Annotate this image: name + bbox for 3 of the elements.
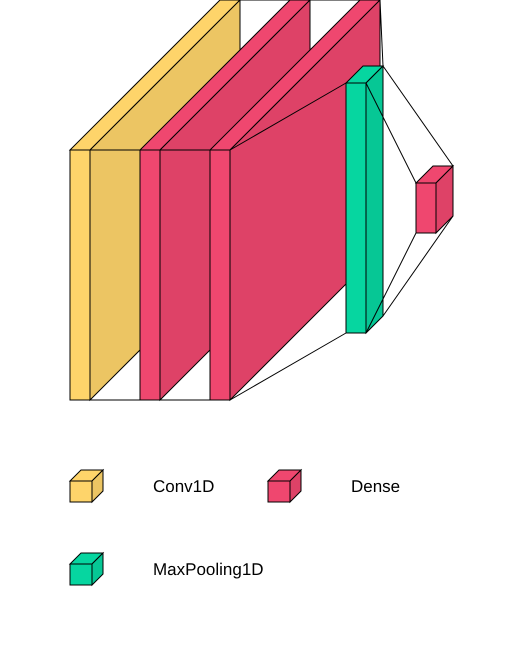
legend-label: MaxPooling1D xyxy=(153,560,264,580)
legend-label: Dense xyxy=(351,477,400,497)
legend-label: Conv1D xyxy=(153,477,214,497)
